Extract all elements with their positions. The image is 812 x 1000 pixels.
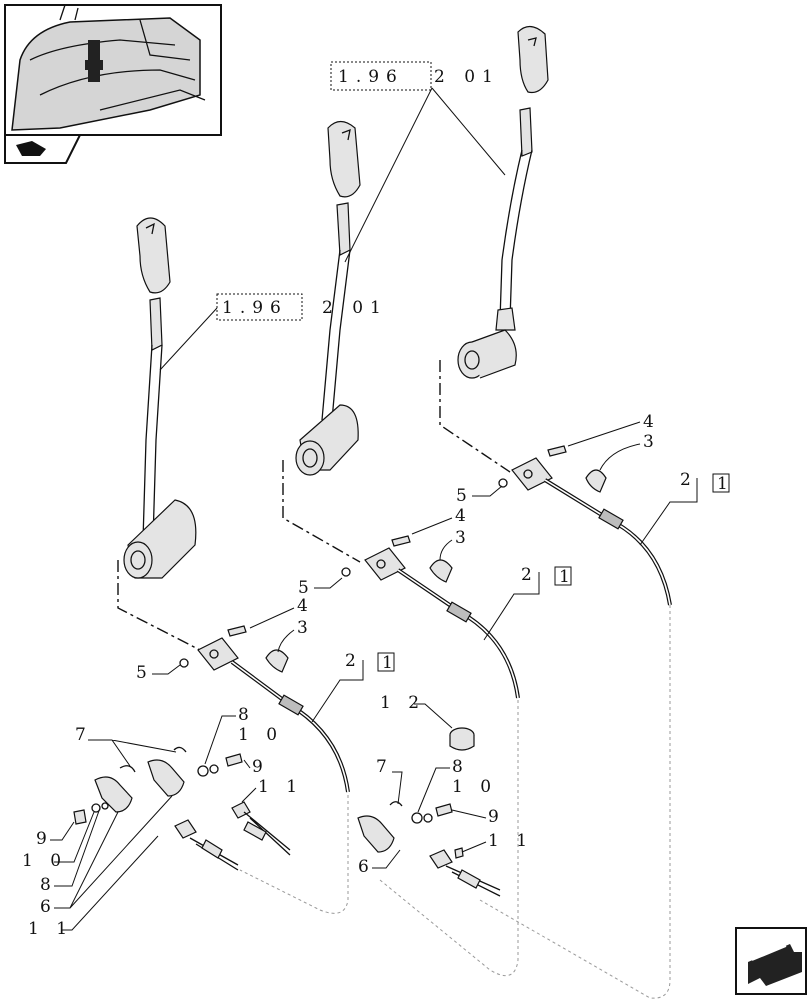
cable-ends-left [73, 746, 291, 871]
callout-11-middle: 1 1 [488, 831, 533, 851]
tractor-cab-thumbnail-icon [4, 4, 222, 136]
callout-4-right: 4 [643, 412, 660, 432]
reference-label-upper[interactable]: 1.96 2 01 [330, 61, 500, 91]
cable-ends-middle [357, 801, 501, 897]
callout-7-left: 7 [75, 725, 92, 745]
reference-lower-rest-text: 2 01 [322, 298, 388, 318]
callout-2-left: 2 [345, 651, 362, 671]
linkage-line-right [439, 360, 511, 473]
callout-6-left: 6 [40, 897, 57, 917]
callout-4-left: 4 [297, 596, 314, 616]
callout-4-middle: 4 [455, 506, 472, 526]
callout-3-right: 3 [643, 432, 660, 452]
callout-1-middle: 1 [559, 567, 576, 587]
cable-path-left [239, 795, 349, 914]
next-page-arrow-icon[interactable] [735, 927, 807, 995]
callout-2-right: 2 [680, 470, 697, 490]
reference-lower-box-text: 1.96 [222, 298, 288, 318]
callout-7-middle: 7 [376, 757, 393, 777]
linkage-line-middle [282, 460, 361, 563]
callout-5-right: 5 [456, 486, 473, 506]
linkage-line-left [117, 560, 201, 651]
cable-path-middle [379, 700, 519, 977]
callout-8-middle: 8 [452, 757, 469, 777]
callout-3-middle: 3 [455, 528, 472, 548]
callout-8-left-upper: 8 [238, 705, 255, 725]
callout-2-middle: 2 [521, 565, 538, 585]
callout-9-left: 9 [36, 829, 53, 849]
callout-6-middle: 6 [358, 857, 375, 877]
callout-10-middle: 1 0 [452, 777, 497, 797]
reference-leader-lines [159, 87, 506, 371]
callout-5-left: 5 [136, 663, 153, 683]
lever-right [457, 25, 549, 379]
callout-9-middle: 9 [488, 807, 505, 827]
cable-assembly-right [498, 445, 672, 606]
cable-path-right [479, 605, 671, 999]
section-arrow-icon[interactable] [4, 134, 82, 164]
callout-9-left-upper: 9 [252, 757, 269, 777]
reference-upper-box-text: 1.96 [338, 67, 404, 87]
callout-11-left: 1 1 [28, 919, 73, 939]
plug-part [449, 727, 475, 751]
lever-left [123, 217, 197, 579]
callout-10-left-upper: 1 0 [238, 725, 283, 745]
callout-10-left: 1 0 [22, 851, 67, 871]
callout-11-left-upper: 1 1 [258, 777, 303, 797]
lever-middle [295, 120, 361, 476]
callout-1-left: 1 [382, 653, 399, 673]
reference-upper-rest-text: 2 01 [434, 67, 500, 87]
callout-12: 1 2 [380, 693, 425, 713]
callout-3-left: 3 [297, 618, 314, 638]
cable-assembly-left [179, 625, 350, 793]
cable-assembly-middle [341, 535, 520, 699]
callout-5-middle: 5 [298, 578, 315, 598]
reference-label-lower[interactable]: 1.96 2 01 [216, 293, 388, 321]
callout-8-left: 8 [40, 875, 57, 895]
callout-1-right: 1 [717, 474, 734, 494]
